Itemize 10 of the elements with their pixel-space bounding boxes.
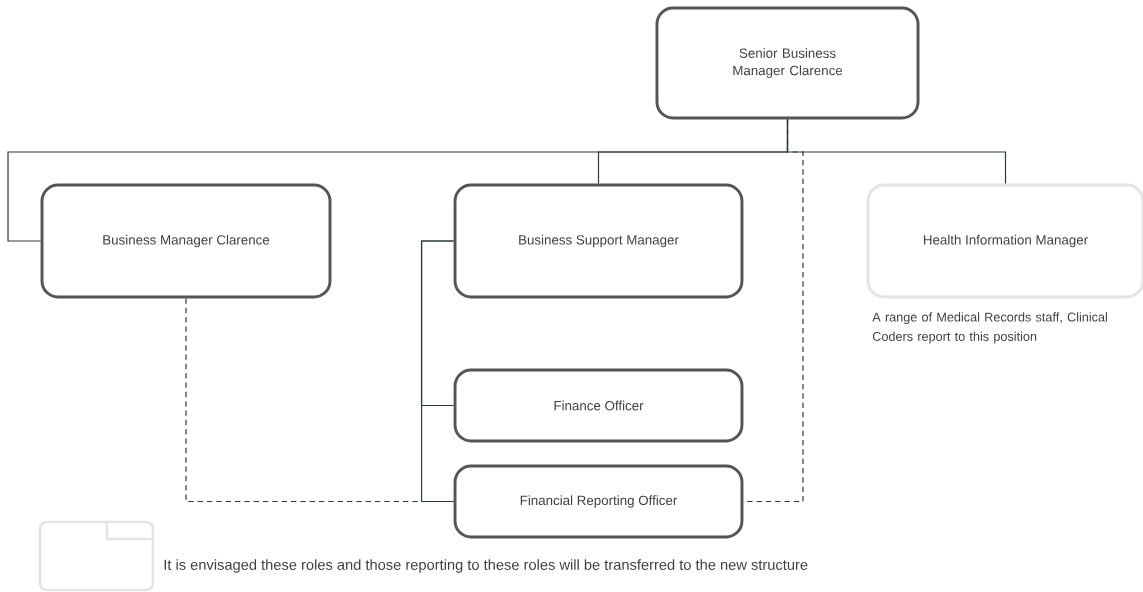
legend-text: It is envisaged these roles and those reporting to these roles will be transferred to the new structure xyxy=(164,559,808,573)
role-box: Business Support Manager xyxy=(453,183,744,299)
role-box: Senior Business Manager Clarence xyxy=(655,6,920,120)
role-box: Business Manager Clarence xyxy=(40,183,332,299)
role-box: Finance Officer xyxy=(453,368,744,443)
role-box: Financial Reporting Officer xyxy=(453,464,744,539)
role-box: Health Information Manager xyxy=(866,183,1143,299)
connector-line xyxy=(742,118,804,503)
connector-line xyxy=(420,240,455,503)
note-text: A range of Medical Records staff, Clinical Coders report to this position xyxy=(872,312,1107,344)
